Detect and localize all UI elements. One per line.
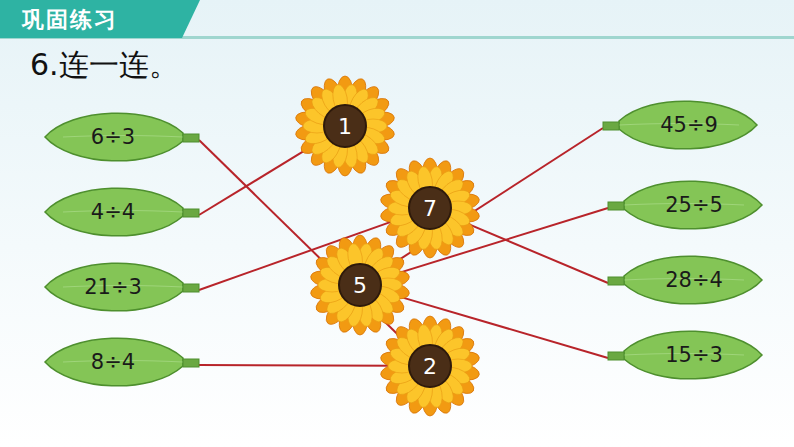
match-line bbox=[461, 221, 608, 283]
division-expression: 28÷4 bbox=[665, 268, 723, 292]
division-expression: 4÷4 bbox=[91, 200, 135, 224]
leaf-expression: 25÷5 bbox=[606, 174, 764, 236]
division-expression: 15÷3 bbox=[665, 343, 723, 367]
division-expression: 25÷5 bbox=[665, 193, 723, 217]
header-tab bbox=[0, 0, 200, 38]
match-line bbox=[389, 128, 603, 267]
leaf-expression: 8÷4 bbox=[43, 331, 201, 393]
section-tab-label: 巩固练习 bbox=[22, 5, 118, 35]
sunflower-answer: 1 bbox=[295, 76, 395, 176]
division-expression: 6÷3 bbox=[91, 125, 135, 149]
sunflower-answer: 2 bbox=[380, 316, 480, 416]
answer-number: 1 bbox=[338, 114, 352, 139]
leaf-expression: 28÷4 bbox=[606, 249, 764, 311]
answer-number: 7 bbox=[423, 196, 437, 221]
match-line bbox=[199, 140, 406, 342]
exercise-title: 6.连一连。 bbox=[30, 45, 179, 86]
leaf-expression: 21÷3 bbox=[43, 256, 201, 318]
division-expression: 21÷3 bbox=[84, 275, 142, 299]
leaf-expression: 6÷3 bbox=[43, 106, 201, 168]
leaf-expression: 4÷4 bbox=[43, 181, 201, 243]
match-line bbox=[199, 144, 316, 215]
leaf-expression: 15÷3 bbox=[606, 324, 764, 386]
sunflower-answer: 5 bbox=[310, 235, 410, 335]
sunflower-answer: 7 bbox=[380, 158, 480, 258]
answer-number: 5 bbox=[353, 273, 367, 298]
division-expression: 45÷9 bbox=[660, 113, 718, 137]
answer-number: 2 bbox=[423, 354, 437, 379]
match-line bbox=[199, 364, 396, 367]
leaf-expression: 45÷9 bbox=[601, 94, 759, 156]
division-expression: 8÷4 bbox=[91, 350, 135, 374]
